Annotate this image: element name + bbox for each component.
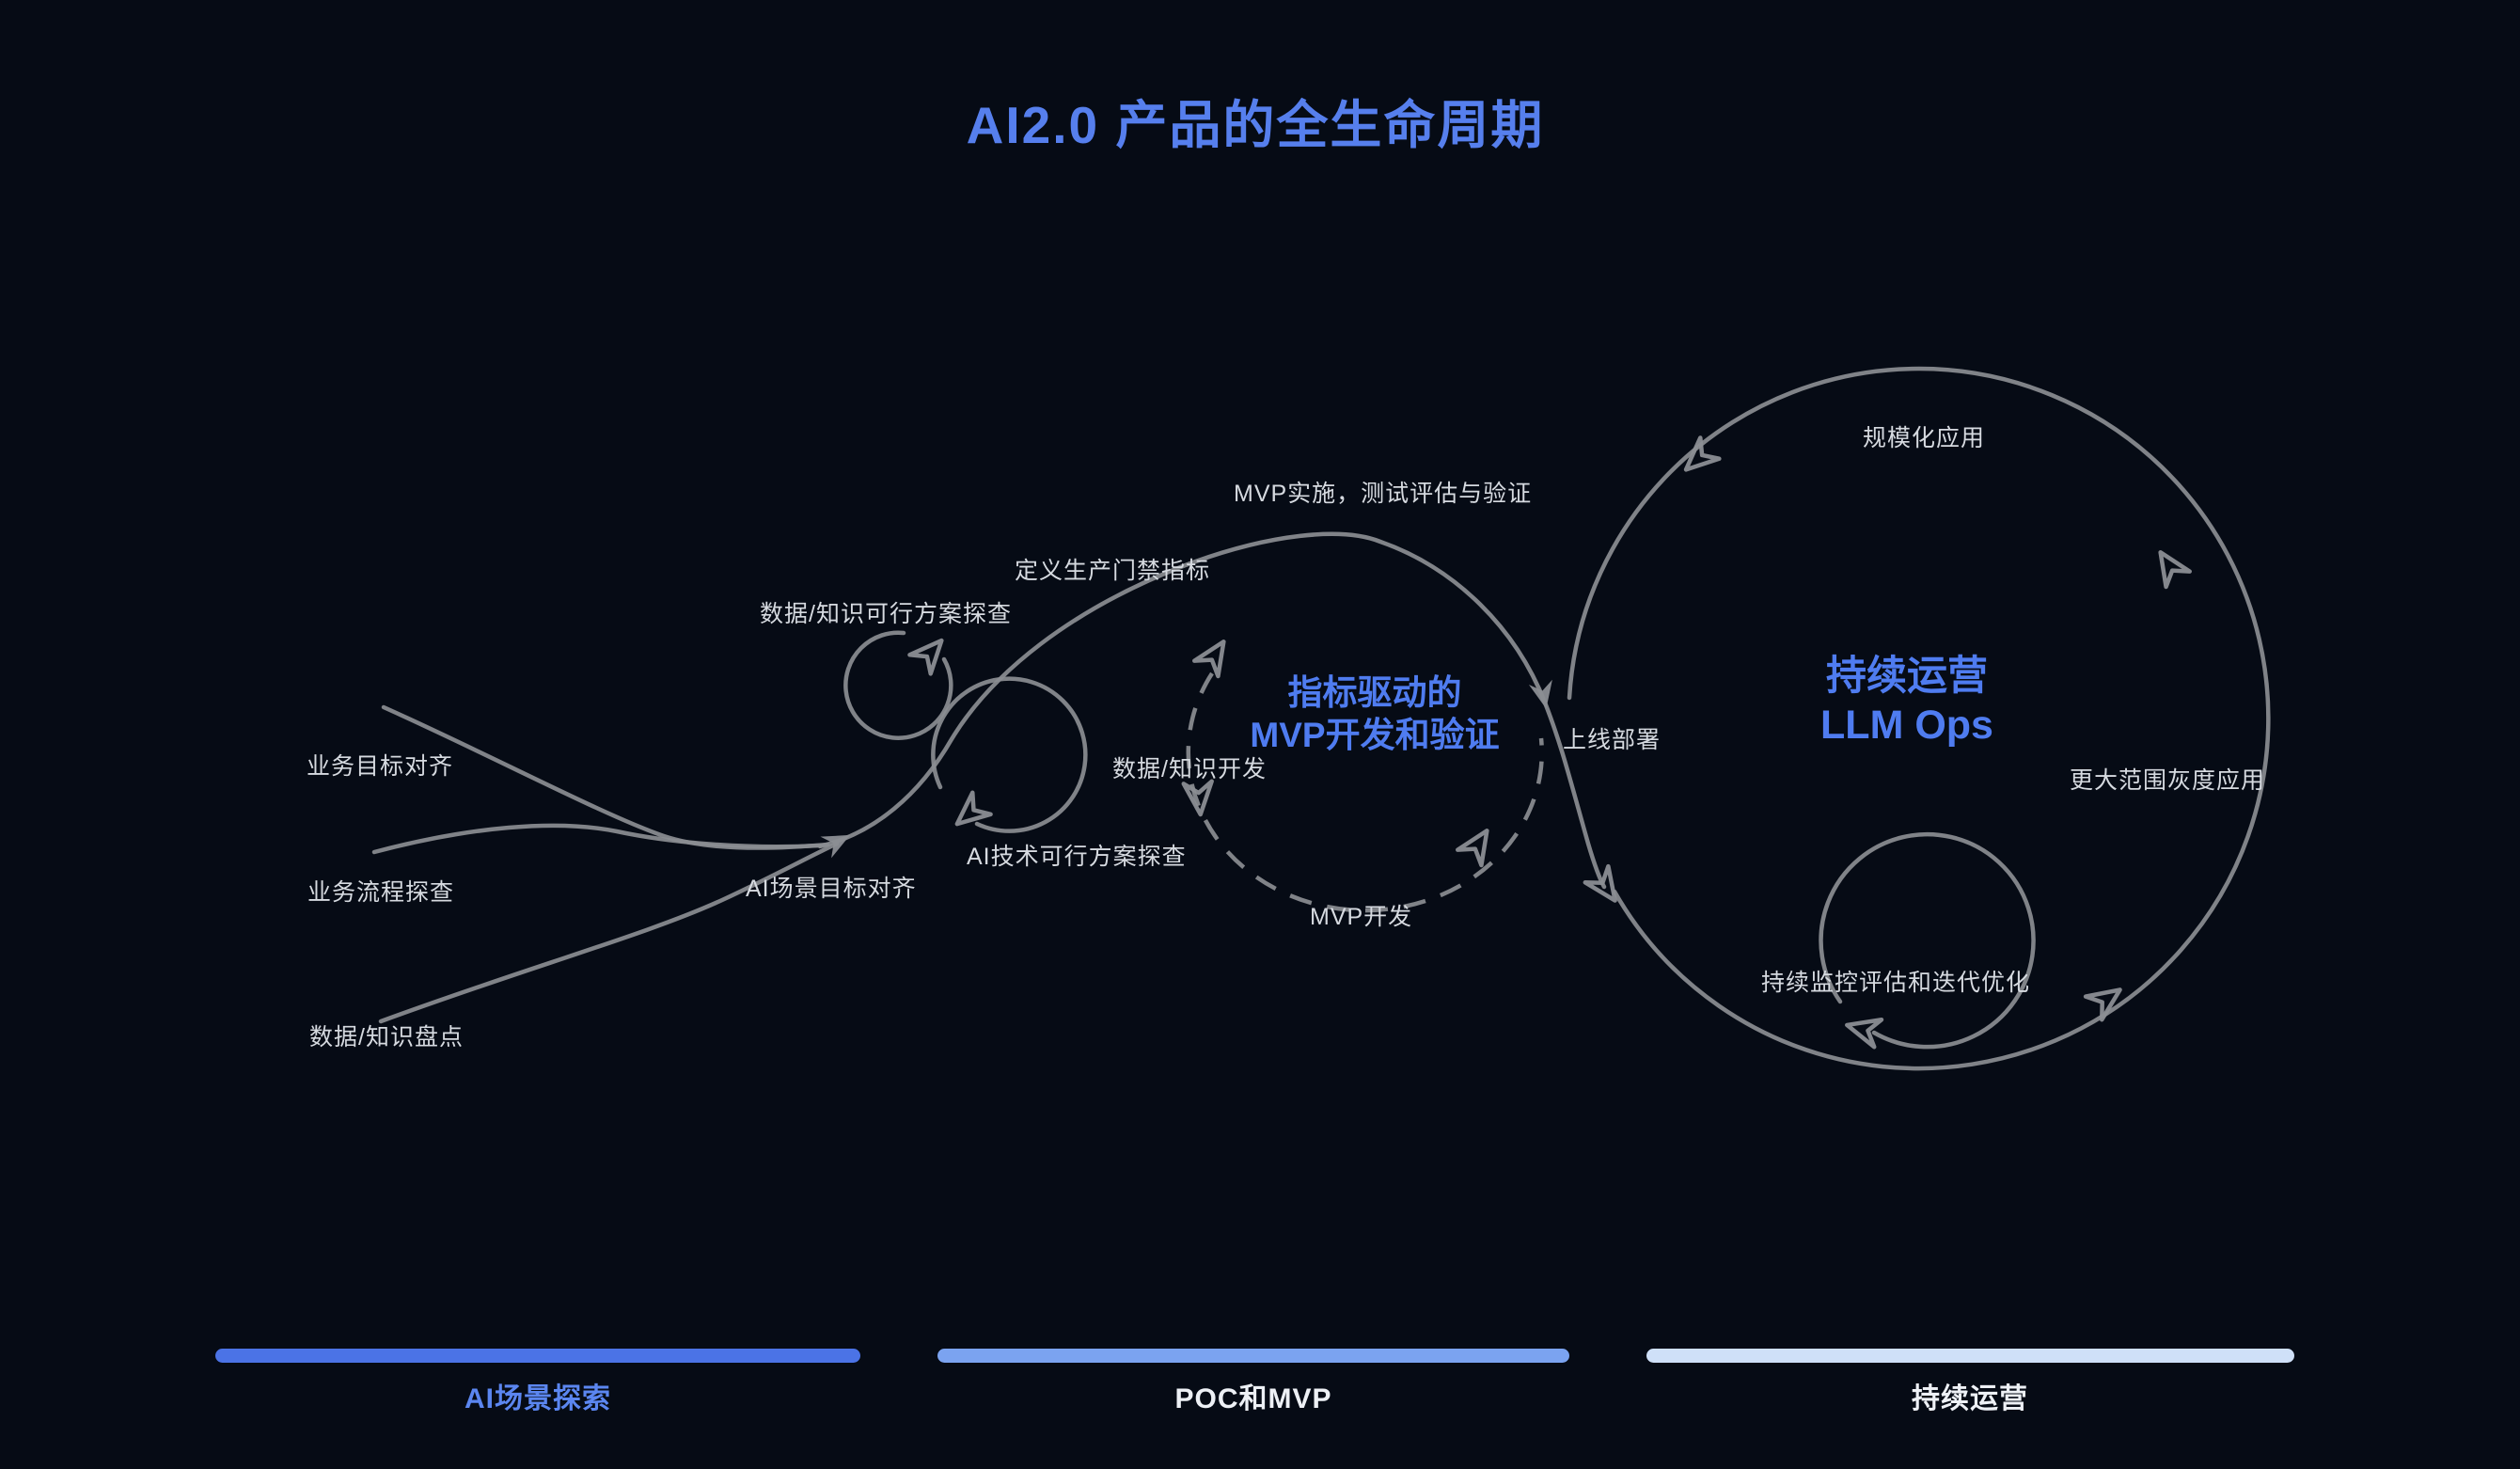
label-business-process-explore: 业务流程探查 — [307, 879, 455, 906]
arrow-bigcircle-right-icon — [2149, 545, 2190, 587]
label-wider-gray-release: 更大范围灰度应用 — [2070, 767, 2266, 794]
label-continuous-monitoring: 持续监控评估和迭代优化 — [1761, 970, 2031, 996]
arrow-dashed-bottomright-icon — [1457, 823, 1499, 865]
curve-data-inventory — [378, 841, 840, 1024]
label-data-knowledge-dev: 数据/知识开发 — [1112, 756, 1267, 782]
label-data-knowledge-feasibility: 数据/知识可行方案探查 — [760, 601, 1012, 627]
label-ai-tech-feasibility: AI技术可行方案探查 — [967, 844, 1187, 870]
arrow-dashed-topleft-icon — [1194, 634, 1236, 676]
label-data-knowledge-inventory: 数据/知识盘点 — [309, 1024, 464, 1050]
arrow-deploy-icon — [1528, 679, 1558, 712]
phase-bar-2 — [937, 1349, 1569, 1363]
arrow-innerloop-icon — [1843, 1011, 1882, 1047]
mvp-loop-title-line2: MVP开发和验证 — [1250, 716, 1500, 755]
label-ai-scene-goal-align: AI场景目标对齐 — [746, 876, 917, 902]
arrow-dashed-left-icon — [1184, 782, 1215, 815]
label-mvp-impl-test: MVP实施，测试评估与验证 — [1234, 481, 1533, 507]
page-title: AI2.0 产品的全生命周期 — [966, 96, 1545, 154]
label-business-goal-align: 业务目标对齐 — [307, 753, 454, 780]
loop-mvp-dashed — [1186, 671, 1544, 913]
loop-monitoring — [1819, 831, 2036, 1050]
loop-data-feasibility — [843, 630, 953, 740]
label-scale-application: 规模化应用 — [1863, 425, 1986, 451]
arrow-bigcircle-exit-icon — [2086, 978, 2128, 1019]
label-define-gate-metrics: 定义生产门禁指标 — [1015, 558, 1211, 584]
mvp-loop-title-line1: 指标驱动的 — [1287, 673, 1462, 712]
mvp-loop-title: 指标驱动的 MVP开发和验证 — [1250, 671, 1499, 756]
ops-loop-title-line1: 持续运营 — [1826, 654, 1988, 699]
phase-label-continuous-ops: 持续运营 — [1912, 1383, 2028, 1414]
ops-loop-title-line2: LLM Ops — [1820, 702, 1993, 748]
phase-bar-3 — [1646, 1349, 2294, 1363]
curve-business-process — [371, 823, 823, 855]
label-deploy-online: 上线部署 — [1563, 727, 1662, 753]
curve-main-swoop — [817, 531, 1607, 890]
loop-llm-ops-circle — [1567, 366, 2271, 1071]
label-mvp-dev: MVP开发 — [1310, 904, 1413, 930]
arrow-merge-icon — [820, 824, 856, 859]
phase-label-ai-exploration: AI场景探索 — [465, 1383, 611, 1414]
ops-loop-title: 持续运营 LLM Ops — [1820, 653, 1993, 750]
loop-ai-feasibility — [931, 676, 1088, 833]
phase-label-poc-mvp: POC和MVP — [1174, 1383, 1332, 1414]
phase-bar-1 — [215, 1349, 860, 1363]
